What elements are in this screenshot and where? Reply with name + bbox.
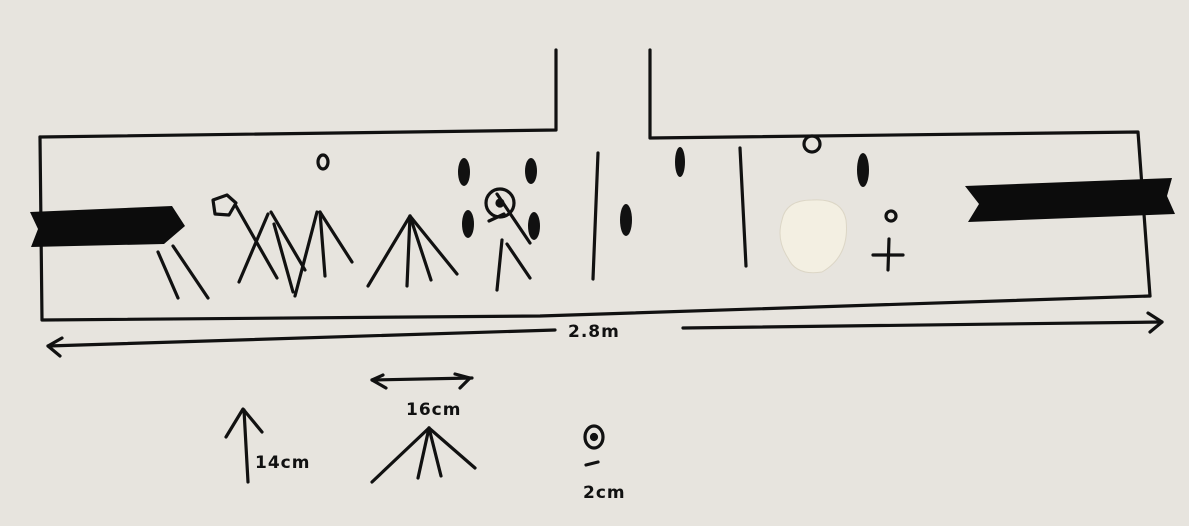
plus-marker [871, 237, 905, 272]
pole-obstacles [458, 147, 869, 240]
divider-walls [591, 146, 748, 281]
ring-markers [316, 134, 898, 223]
legend-tripod-icon [370, 372, 477, 484]
pentagon-marker [211, 193, 238, 217]
legend-ring-label: 2cm [583, 483, 626, 503]
legend-post-arrow [224, 407, 264, 484]
legend-tripod-label: 16cm [406, 400, 461, 420]
length-dimension-arrow [46, 311, 1164, 358]
stick-obstacles [156, 204, 459, 300]
tape-left [30, 206, 185, 247]
correction-fluid-patch [779, 199, 847, 274]
length-label: 2.8m [568, 322, 620, 342]
legend-ring-icon [583, 424, 605, 467]
legend-post-label: 14cm [255, 453, 310, 473]
tape-right [965, 178, 1175, 222]
target-figure [484, 187, 532, 292]
